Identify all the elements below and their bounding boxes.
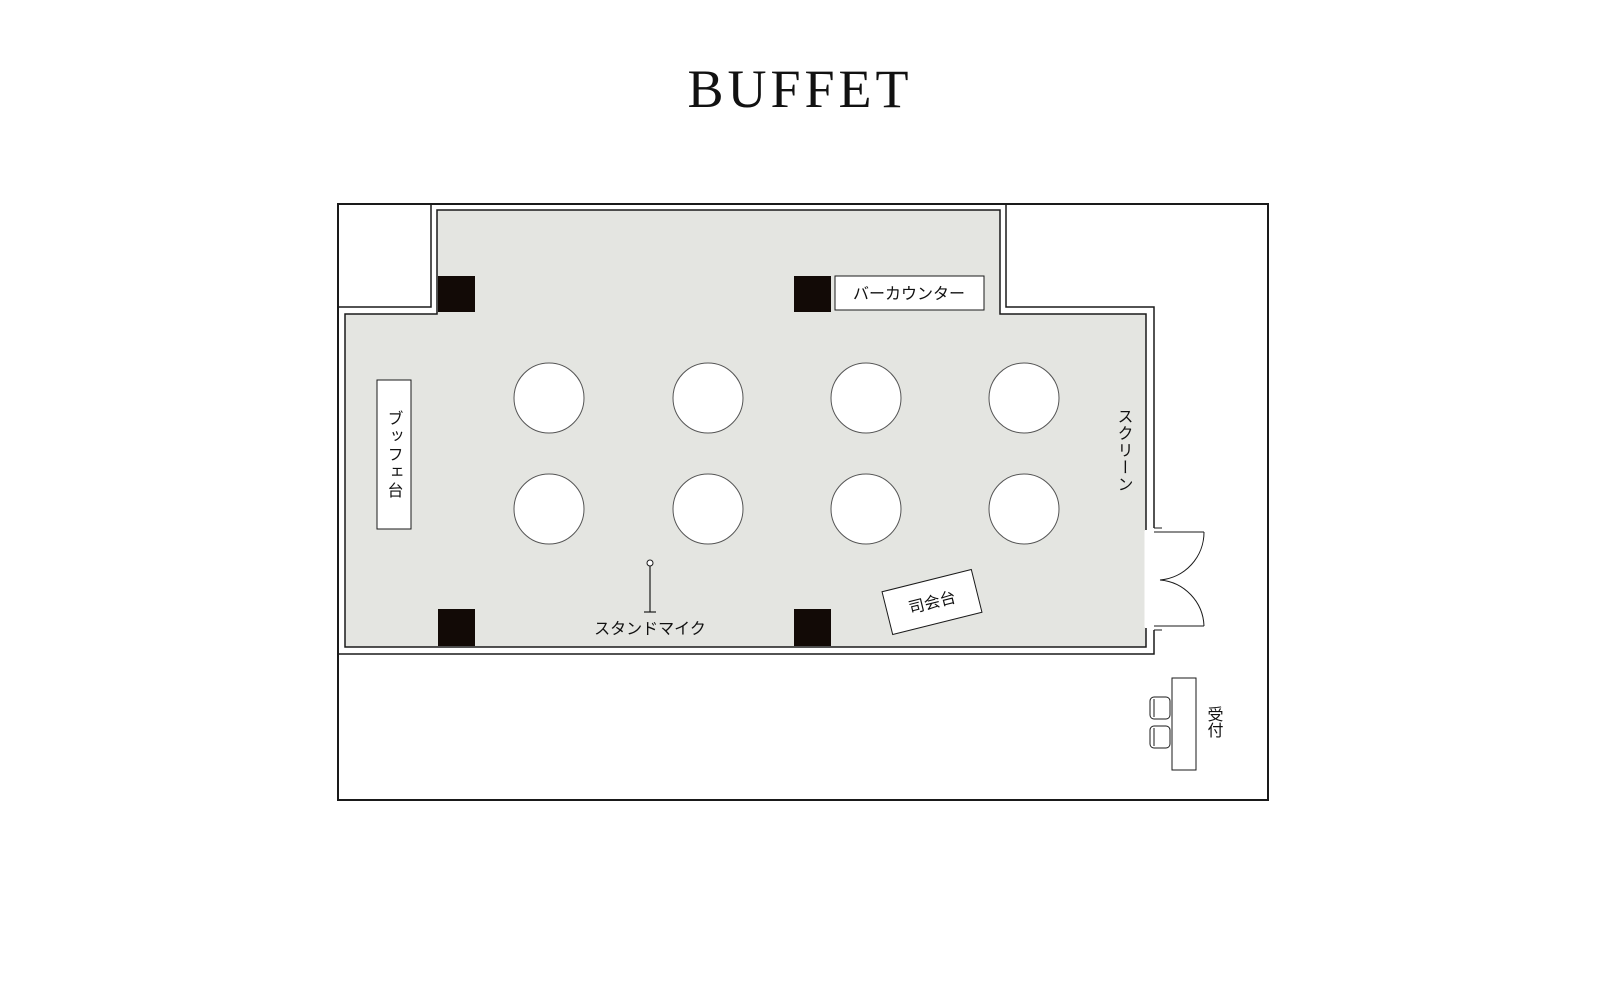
bar-counter [834,275,985,311]
round-table [830,362,902,434]
chair-icon [1149,696,1171,720]
round-table [988,362,1060,434]
pillar-top-right [794,276,831,312]
round-table [988,473,1060,545]
round-table [513,473,585,545]
reception-label: 受付 [1205,706,1224,739]
buffet-table [376,379,412,530]
buffet-table-label: ブッフェ台 [385,410,404,500]
entrance-door [1144,527,1205,631]
pillar-bottom-left [438,609,475,646]
stand-mic-label: スタンドマイク [594,619,706,638]
round-table [513,362,585,434]
round-table [672,362,744,434]
stand-mic-icon [644,559,656,613]
reception-desk [1149,677,1197,771]
mc-podium: 司会台 [881,568,983,636]
room-outer-wall [338,203,1155,655]
pillar-top-left [438,276,475,312]
screen-label: スクリーン [1115,408,1134,493]
guest-tables [513,362,1060,545]
round-table [830,473,902,545]
round-table [672,473,744,545]
page-title: BUFFET [687,59,913,119]
chair-icon [1149,725,1171,749]
bar-counter-label: バーカウンター [853,284,965,303]
pillar-bottom-right [794,609,831,646]
